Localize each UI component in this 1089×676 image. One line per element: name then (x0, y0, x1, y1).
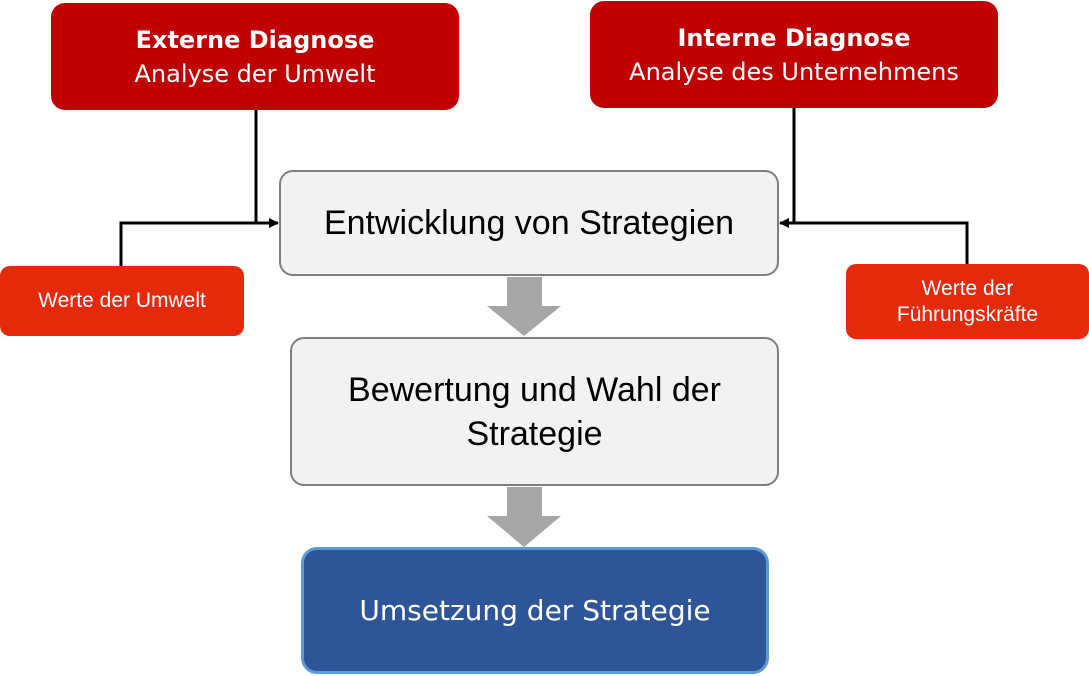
internal-diagnosis-title: Interne Diagnose (677, 23, 911, 52)
external-diagnosis-subtitle: Analyse der Umwelt (134, 59, 376, 88)
external-diagnosis-title: Externe Diagnose (135, 25, 375, 54)
flow-arrow-2 (487, 487, 561, 547)
leadership-values-line2: Führungskräfte (896, 302, 1039, 326)
strategy-evaluation-line2: Strategie (466, 414, 603, 453)
strategy-implementation-label: Umsetzung der Strategie (359, 594, 711, 627)
leadership-values-box: Werte der Führungskräfte (846, 264, 1089, 339)
environment-values-connector (119, 218, 279, 268)
strategy-development-box: Entwicklung von Strategien (279, 170, 779, 276)
strategy-evaluation-line1: Bewertung und Wahl der (348, 370, 721, 409)
environment-values-box: Werte der Umwelt (0, 266, 244, 336)
flow-arrow-1 (487, 277, 561, 336)
internal-diagnosis-subtitle: Analyse des Unternehmens (629, 57, 959, 86)
strategy-implementation-box: Umsetzung der Strategie (301, 547, 769, 674)
leadership-values-line1: Werte der (921, 276, 1014, 300)
environment-values-label: Werte der Umwelt (38, 289, 206, 312)
external-diagnosis-box: Externe Diagnose Analyse der Umwelt (51, 3, 459, 110)
strategy-evaluation-box: Bewertung und Wahl der Strategie (290, 337, 779, 486)
strategy-development-label: Entwicklung von Strategien (323, 203, 735, 242)
internal-diagnosis-box: Interne Diagnose Analyse des Unternehmen… (590, 1, 998, 108)
leadership-values-connector (779, 218, 969, 265)
